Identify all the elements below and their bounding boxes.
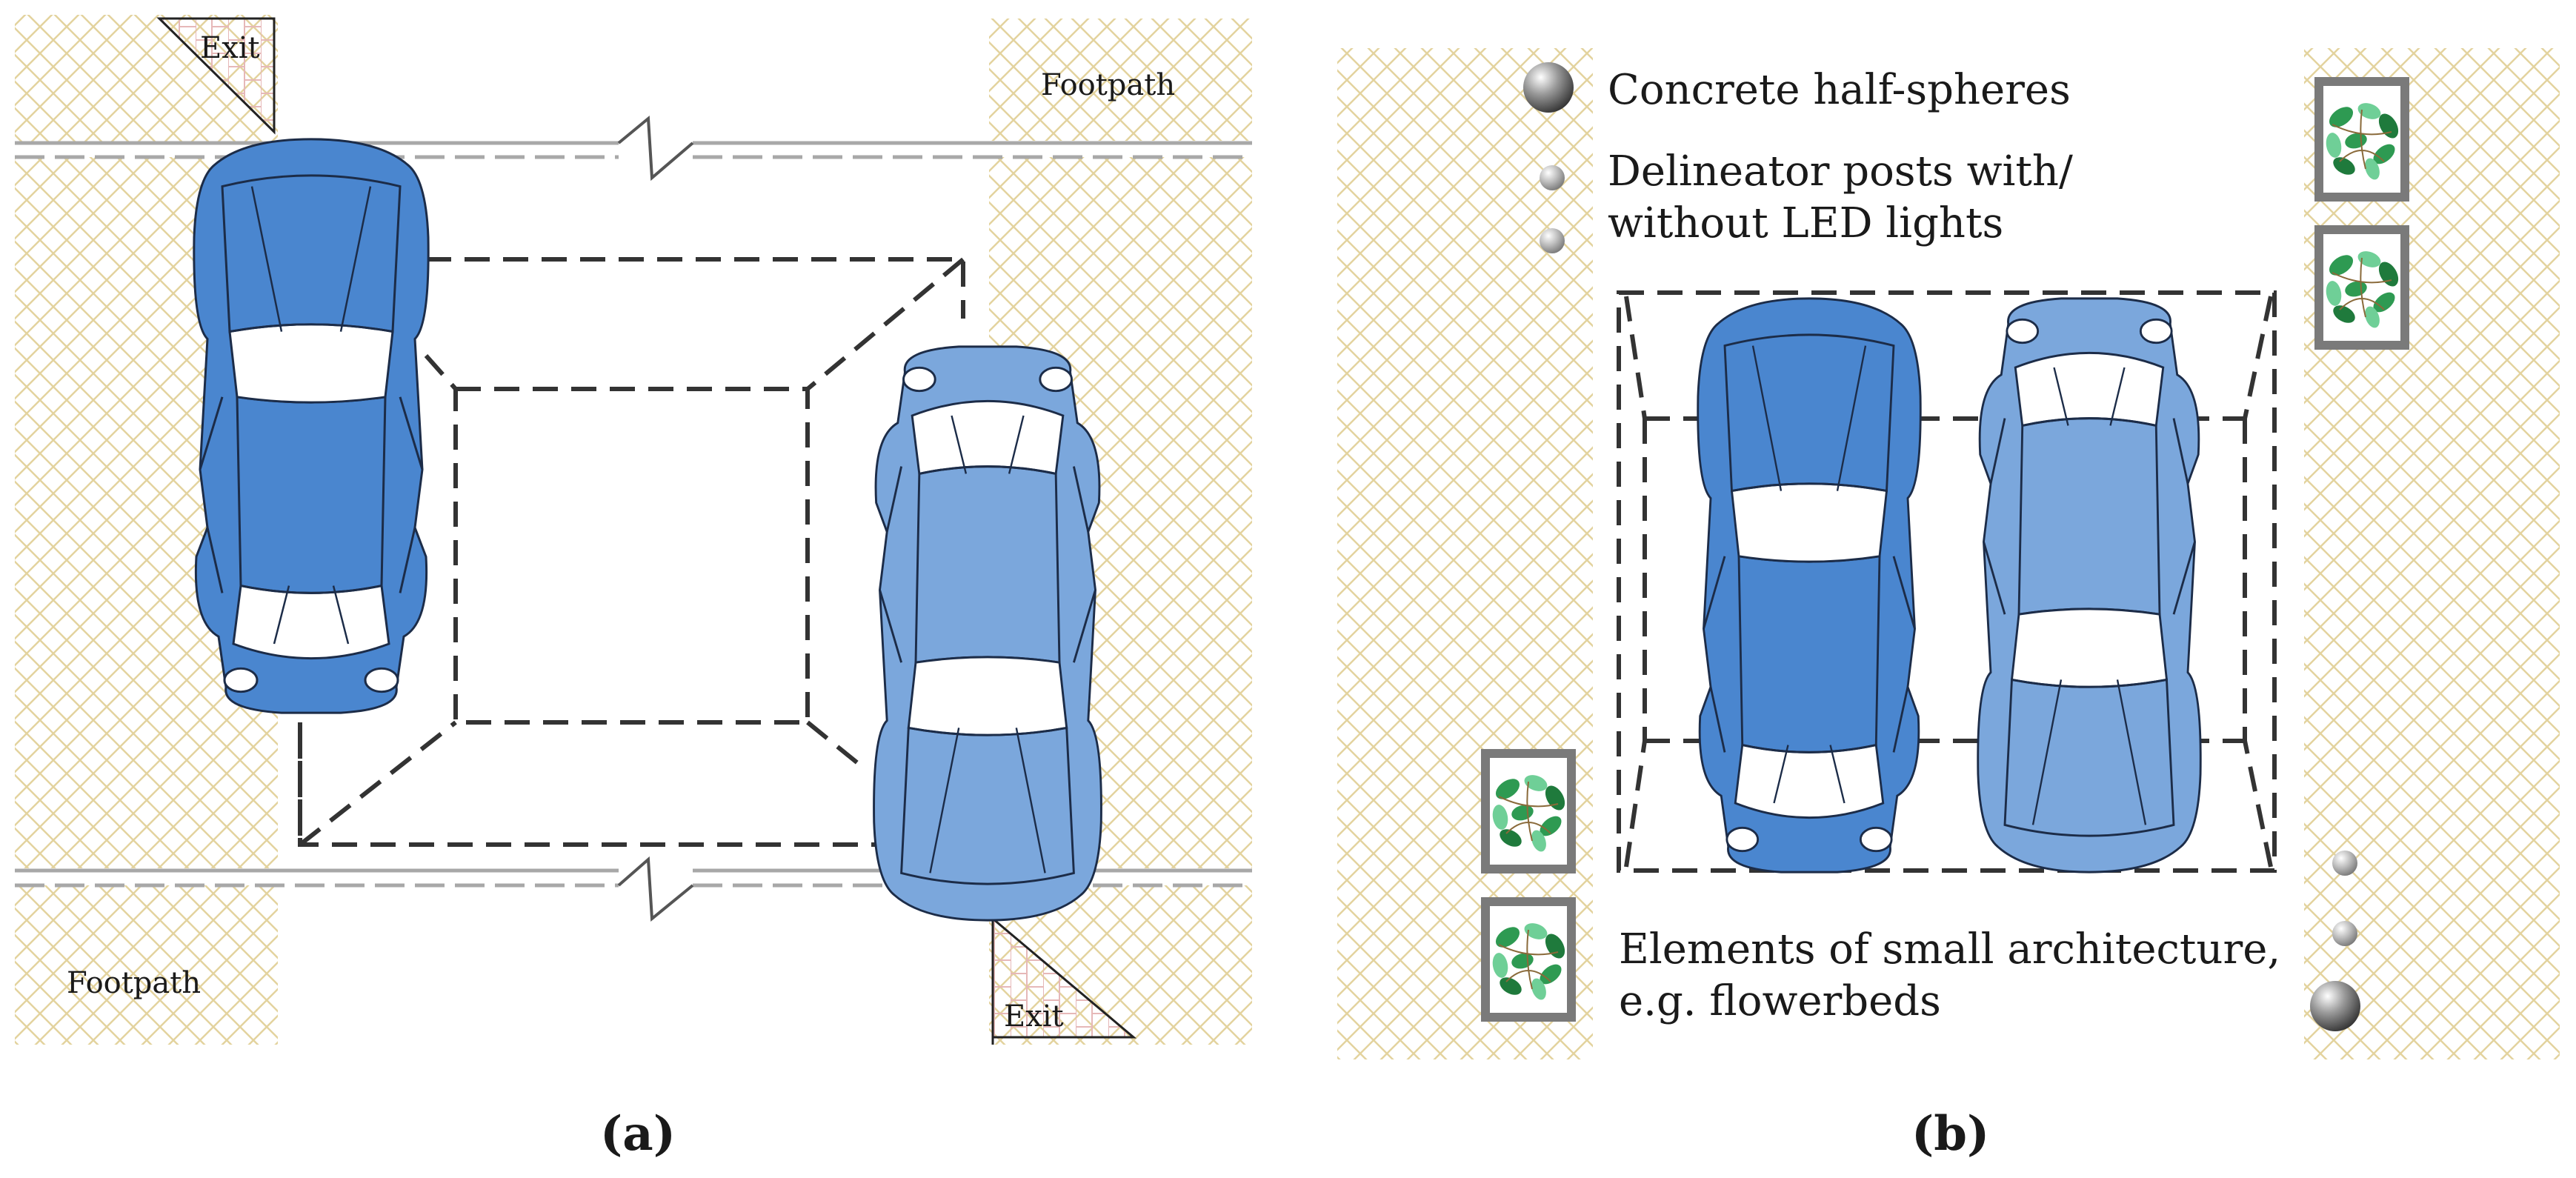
exit-label-top: Exit [200, 31, 260, 65]
panel-b: Concrete half-spheres Delineator posts w… [1337, 48, 2560, 1162]
caption-a: (a) [600, 1106, 676, 1162]
concrete-half-sphere-legend-marker [1523, 62, 1574, 113]
legend-delineator-line1: Delineator posts with/ [1608, 147, 2073, 196]
flowerbed-right-lower [2319, 230, 2405, 345]
footpath-label-bottom-left: Footpath [67, 966, 201, 1000]
footpath-left-b [1337, 48, 1593, 1059]
car-light-blue-b [1977, 297, 2202, 873]
footpath-label-top-right: Footpath [1041, 68, 1175, 102]
delineator-post-right-2 [2332, 921, 2357, 946]
footpath-right-b [2304, 48, 2560, 1059]
footpath-left-lower [15, 885, 278, 1045]
flowerbed-right-upper [2319, 81, 2405, 197]
delineator-post-right-1 [2332, 851, 2357, 876]
concrete-half-sphere-right [2310, 981, 2360, 1031]
legend-flowerbeds-line1: Elements of small architecture, [1619, 925, 2280, 974]
legend-delineator-line2: without LED lights [1608, 199, 2003, 247]
footpath-right-upper [989, 19, 1252, 141]
delineator-post-legend-marker-2 [1540, 228, 1565, 253]
caption-b: (b) [1911, 1106, 1989, 1162]
flowerbed-left-lower [1485, 902, 1571, 1017]
road-edge-bottom [15, 856, 1252, 922]
legend-half-spheres: Concrete half-spheres [1608, 66, 2071, 114]
flowerbed-left-upper [1485, 753, 1571, 869]
car-light-blue-a [873, 345, 1102, 922]
car-dark-blue-a [193, 138, 430, 714]
exit-label-bottom: Exit [1004, 999, 1064, 1034]
delineator-post-legend-marker-1 [1540, 165, 1565, 190]
panel-a: Exit Footpath Footpath Exit (a) [15, 15, 1252, 1162]
legend-flowerbeds-line2: e.g. flowerbeds [1619, 977, 1941, 1025]
parking-space-outline [298, 257, 965, 847]
car-dark-blue-b [1697, 297, 1922, 873]
